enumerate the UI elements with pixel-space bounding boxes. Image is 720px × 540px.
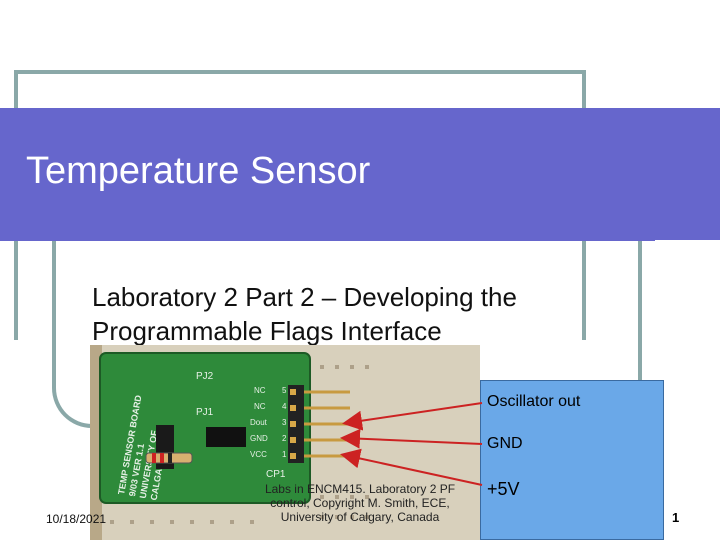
pin-callout-box: Oscillator out GND +5V xyxy=(480,380,664,540)
cp1-label: CP1 xyxy=(266,469,286,480)
title-band xyxy=(0,108,720,241)
title-underline xyxy=(0,236,655,241)
pin-label-nc-1: NC xyxy=(254,386,266,395)
slide-title: Temperature Sensor xyxy=(26,150,371,192)
footer-copyright: Labs in ENCM415. Laboratory 2 PF control… xyxy=(264,482,456,524)
pin-label-gnd: GND xyxy=(250,434,268,443)
slide-subtitle: Laboratory 2 Part 2 – Developing the Pro… xyxy=(92,282,517,346)
oscillator-out-label: Oscillator out xyxy=(487,393,581,410)
pin-label-vcc: VCC xyxy=(250,450,267,459)
sensor-board-photo: TEMP SENSOR BOARD 9/03 VER 1.1 UNIVERSIT… xyxy=(90,345,480,540)
slide-number: 1 xyxy=(672,510,680,525)
pin-label-dout: Dout xyxy=(250,418,268,427)
pin-number-3: 3 xyxy=(282,418,287,427)
pin-number-4: 4 xyxy=(282,402,287,411)
gnd-label: GND xyxy=(487,435,523,452)
pin-number-1: 1 xyxy=(282,450,287,459)
pin-label-nc-2: NC xyxy=(254,402,266,411)
pin-number-5: 5 xyxy=(282,386,287,395)
footer-date: 10/18/2021 xyxy=(46,512,107,526)
pj1-label: PJ1 xyxy=(196,407,214,418)
pin-number-2: 2 xyxy=(282,434,287,443)
pj2-label: PJ2 xyxy=(196,371,214,382)
vcc-label: +5V xyxy=(487,479,520,499)
